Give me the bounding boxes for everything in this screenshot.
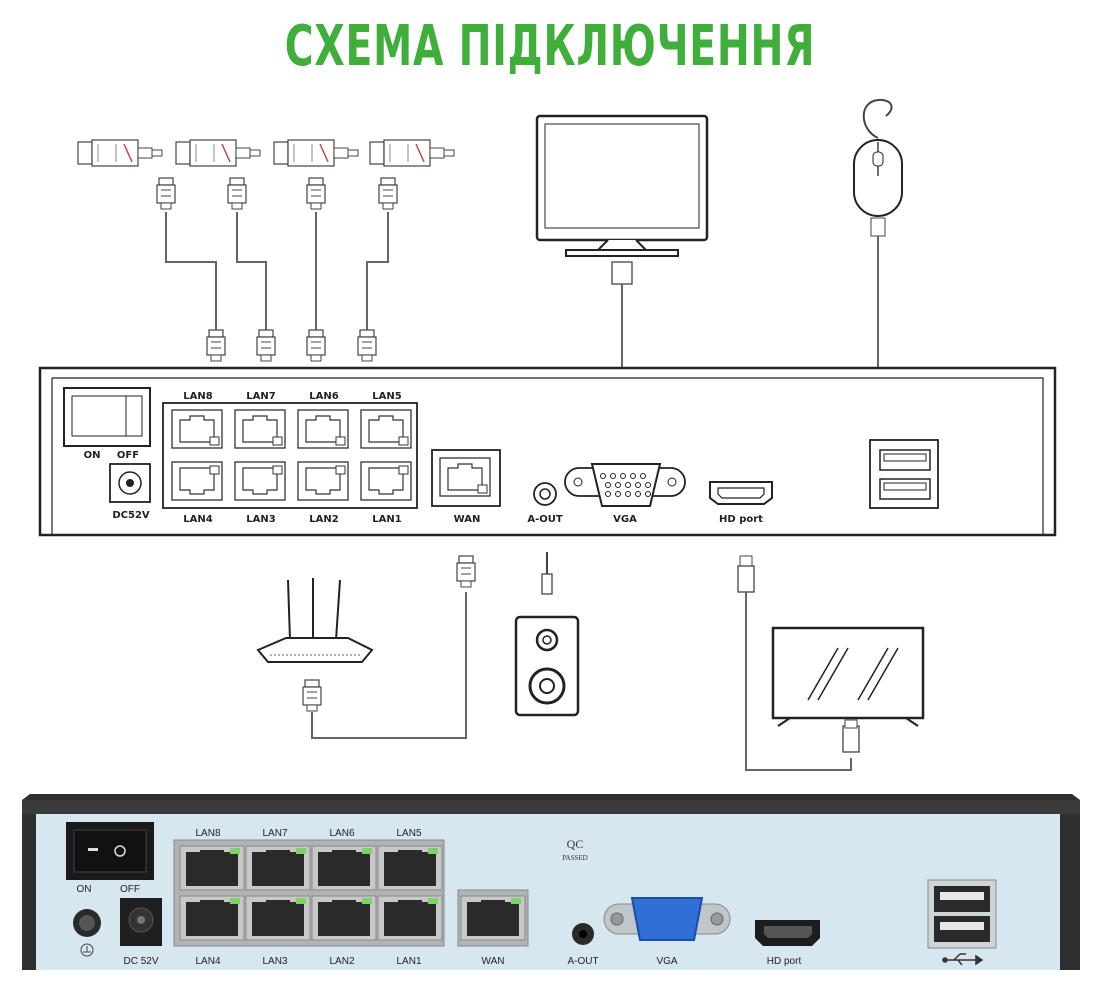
photo-wan: WAN: [482, 956, 505, 967]
usb-icon: [942, 953, 984, 966]
photo-wan-port: [457, 889, 529, 947]
lan7-label: LAN7: [246, 391, 275, 402]
photo-lan2: LAN2: [329, 956, 354, 967]
lan6-label: LAN6: [309, 391, 338, 402]
photo-audio-port: [572, 923, 594, 945]
photo-lan1: LAN1: [396, 956, 421, 967]
monitor-icon: [535, 114, 709, 257]
hd-label: HD port: [719, 514, 763, 525]
qc-passed-label: PASSED: [562, 854, 587, 862]
photo-vga-port: [603, 897, 731, 941]
photo-lan7: LAN7: [262, 828, 287, 839]
power-jack: [109, 463, 151, 503]
ip-camera-icon: [77, 139, 455, 167]
wan-label: WAN: [454, 514, 481, 525]
photo-lan8: LAN8: [195, 828, 220, 839]
lan5-label: LAN5: [372, 391, 401, 402]
tv-icon: [771, 626, 925, 727]
camera-cables: [165, 212, 389, 330]
switch-off-label: OFF: [117, 450, 139, 461]
photo-power-jack: [120, 898, 162, 946]
usb-ports: [869, 439, 939, 509]
speaker-icon: [514, 615, 580, 717]
photo-lan3: LAN3: [262, 956, 287, 967]
lan1-label: LAN1: [372, 514, 401, 525]
photo-vga: VGA: [656, 956, 677, 967]
vga-port: [564, 463, 686, 507]
audio-plug: [541, 552, 553, 595]
audio-out-port: [533, 482, 557, 506]
photo-lan6: LAN6: [329, 828, 354, 839]
qc-label: QC: [567, 837, 584, 851]
lan2-label: LAN2: [309, 514, 338, 525]
photo-power-switch: [66, 822, 154, 880]
diagram-title: СХЕМА ПІДКЛЮЧЕННЯ: [284, 14, 816, 79]
ground-icon: [73, 909, 101, 957]
power-label: DC52V: [112, 510, 150, 521]
lan3-label: LAN3: [246, 514, 275, 525]
photo-switch-on: ON: [77, 884, 92, 895]
lan8-label: LAN8: [183, 391, 212, 402]
wan-port: [431, 449, 501, 507]
vga-label: VGA: [613, 514, 637, 525]
photo-lan5: LAN5: [396, 828, 421, 839]
photo-aout: A-OUT: [567, 956, 598, 967]
photo-usb-ports: [927, 879, 997, 949]
aout-label: A-OUT: [527, 514, 563, 525]
router-icon: [256, 578, 374, 663]
photo-lan4: LAN4: [195, 956, 220, 967]
lan4-label: LAN4: [183, 514, 212, 525]
photo-hdmi-port: [755, 920, 820, 946]
hdmi-cable: [737, 555, 860, 771]
switch-on-label: ON: [84, 450, 101, 461]
power-switch: [63, 387, 151, 447]
mouse-icon: [853, 98, 903, 217]
hdmi-port: [709, 481, 773, 505]
photo-power-label: DC 52V: [123, 956, 158, 967]
photo-hd: HD port: [767, 956, 802, 967]
photo-switch-off: OFF: [120, 884, 140, 895]
